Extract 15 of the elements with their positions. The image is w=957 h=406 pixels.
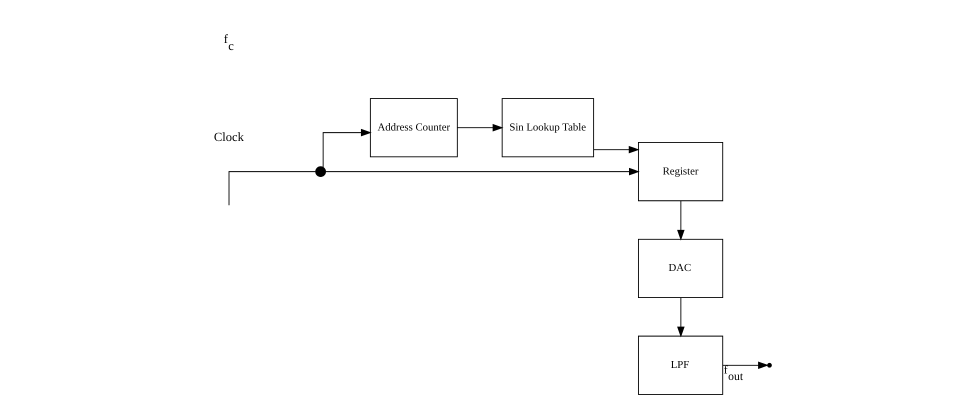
arrow	[722, 362, 768, 370]
arrow	[324, 168, 640, 176]
node-box: LPF	[638, 336, 723, 395]
node-box: DAC	[638, 238, 723, 298]
node-box: Register	[638, 142, 723, 202]
node-box: Address Counter	[369, 98, 458, 158]
label: Clock	[213, 130, 244, 144]
arrow	[676, 200, 684, 241]
connector	[228, 171, 316, 206]
arrow	[592, 146, 640, 154]
arrow	[456, 124, 503, 132]
node-box: Sin Lookup Table	[501, 98, 594, 158]
node-circle	[314, 166, 326, 177]
arrow	[322, 128, 372, 168]
arrow	[676, 297, 684, 338]
